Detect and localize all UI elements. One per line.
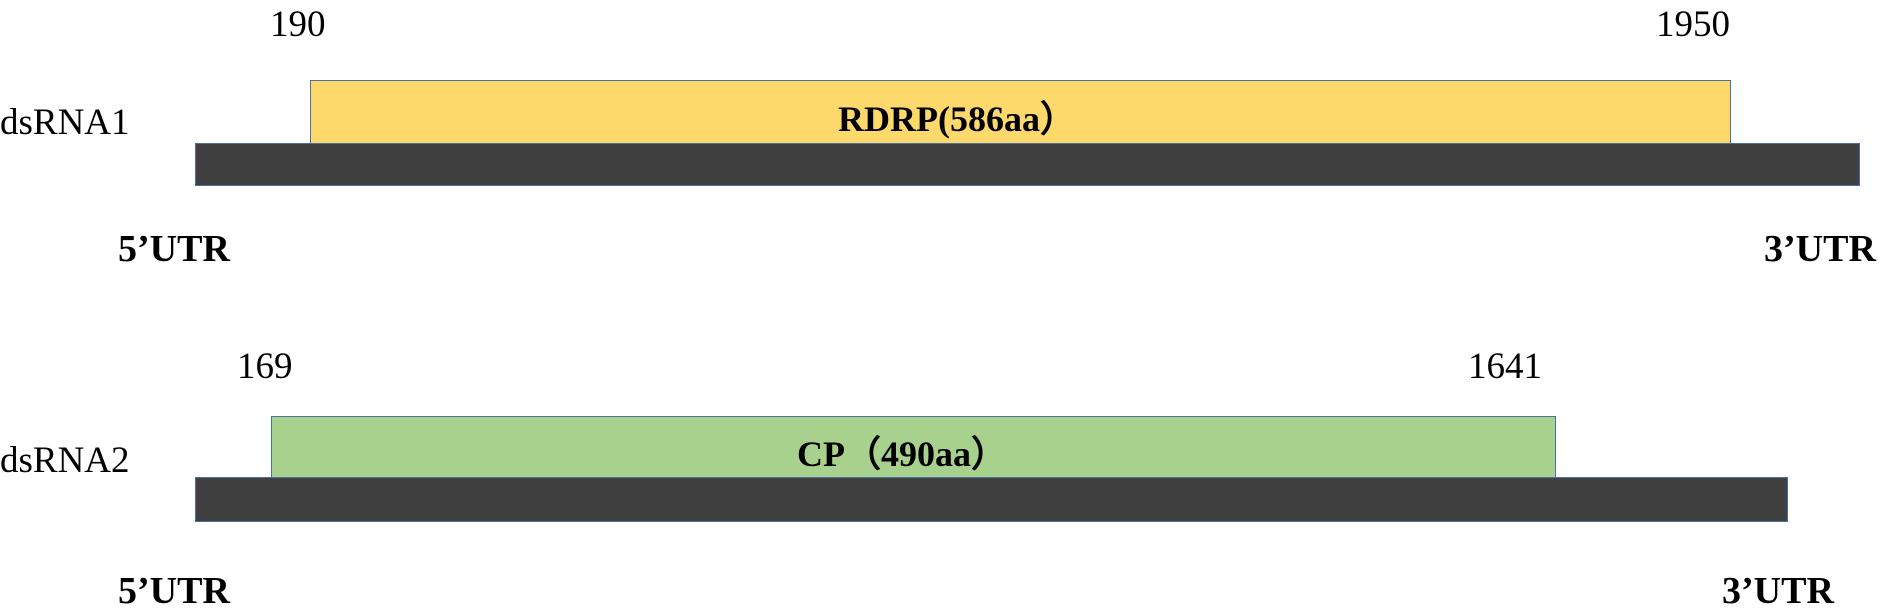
orf-label: RDRP(586aa）: [838, 99, 1076, 139]
orf-label: CP（490aa）: [797, 434, 1007, 474]
utr5-label: 5’UTR: [118, 228, 230, 270]
utr5-label: 5’UTR: [118, 570, 230, 612]
utr3-label: 3’UTR: [1722, 570, 1834, 612]
genome-bar: [195, 477, 1788, 522]
segment-name: dsRNA1: [0, 102, 130, 143]
orf-start-position: 190: [270, 4, 326, 45]
cp-orf-box: [271, 416, 1556, 479]
segment-name: dsRNA2: [0, 440, 130, 481]
genome-bar: [195, 143, 1860, 186]
utr3-label: 3’UTR: [1764, 228, 1876, 270]
orf-end-position: 1950: [1656, 4, 1730, 45]
orf-end-position: 1641: [1468, 346, 1542, 387]
orf-start-position: 169: [237, 346, 293, 387]
